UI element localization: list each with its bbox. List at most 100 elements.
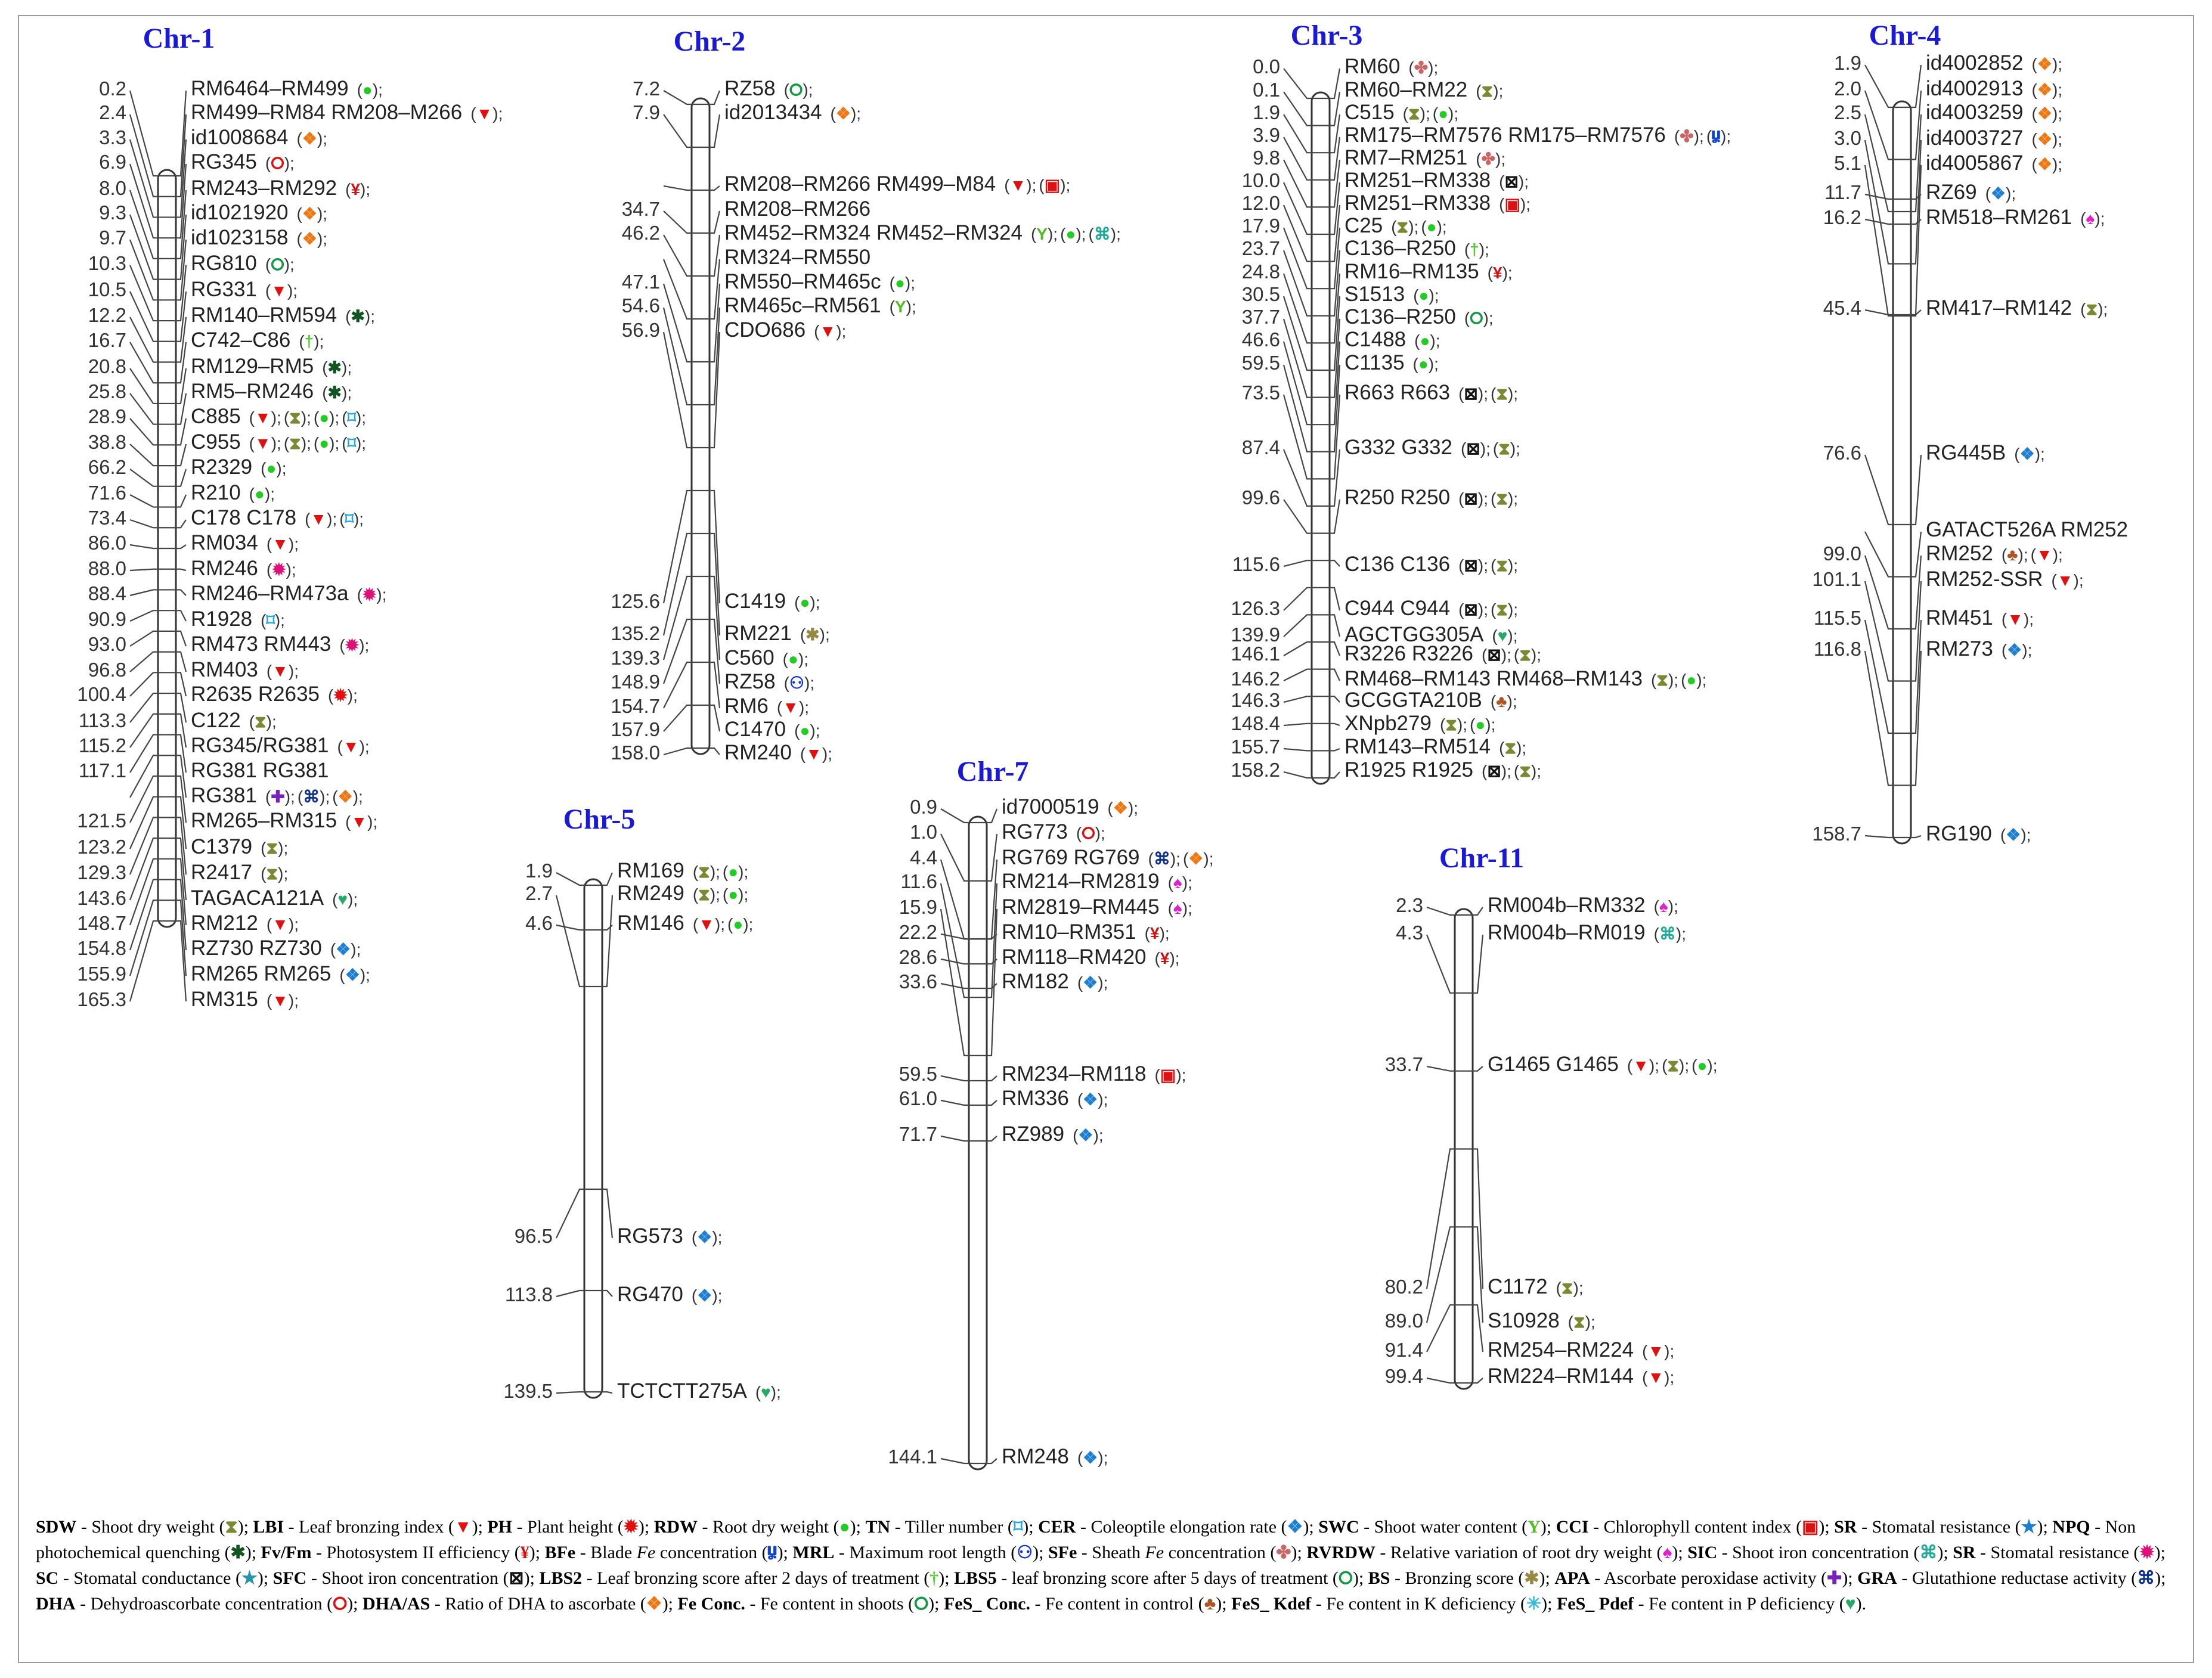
locus-connector-left bbox=[129, 692, 158, 723]
trait-annotation-rdw: (●); bbox=[1691, 1056, 1717, 1075]
trait-symbol-icon: ● bbox=[1475, 715, 1485, 734]
locus-position: 47.1 bbox=[622, 271, 660, 293]
locus-label: R1925 R1925(⊠);(⧗); bbox=[1344, 758, 1541, 781]
locus-connector-left bbox=[1864, 90, 1893, 160]
locus-connector-right bbox=[176, 568, 187, 572]
legend-desc: leaf bronzing score after 5 days of trea… bbox=[1011, 1568, 1328, 1588]
trait-symbol-icon: ⧗ bbox=[1519, 762, 1531, 780]
locus-connector-right bbox=[602, 925, 613, 931]
locus-label: RM252-SSR(▼); bbox=[1926, 567, 2084, 591]
marker-name: RM10–RM351 bbox=[1002, 920, 1136, 944]
trait-symbol-icon: ▼ bbox=[272, 915, 289, 933]
legend-entry-feconc: Fe Conc. - Fe content in shoots (⭘); bbox=[677, 1594, 944, 1614]
trait-annotation-sdw: (⧗); bbox=[1491, 556, 1518, 575]
chromosome-title: Chr-3 bbox=[1291, 20, 1363, 51]
legend-desc: Dehydroascorbate concentration bbox=[90, 1594, 323, 1614]
legend-desc: Glutathione reductase activity bbox=[1912, 1568, 2127, 1588]
locus-connector-left bbox=[1864, 555, 1893, 630]
locus-label: TAGACA121A(♥); bbox=[191, 886, 358, 910]
locus-position: 9.8 bbox=[1253, 147, 1280, 169]
legend-desc: Blade bbox=[590, 1543, 633, 1562]
locus-connector-right bbox=[176, 630, 187, 647]
marker-name: RM254–RM224 bbox=[1488, 1338, 1634, 1361]
locus-label: RM5–RM246(✱); bbox=[191, 380, 352, 403]
trait-symbol-icon: ⌑ bbox=[347, 434, 357, 452]
locus-position: 129.3 bbox=[77, 861, 126, 883]
legend-entry-swc: SWC - Shoot water content (Υ); bbox=[1318, 1517, 1556, 1537]
locus-position: 66.2 bbox=[88, 456, 126, 478]
marker-name: RG345 bbox=[191, 150, 257, 173]
locus-connector-left bbox=[129, 568, 158, 572]
locus-connector-right bbox=[710, 532, 721, 636]
locus-position: 90.9 bbox=[88, 608, 126, 630]
marker-name: RM7–RM251 bbox=[1344, 146, 1467, 169]
chromosome-title: Chr-5 bbox=[563, 804, 636, 835]
locus-connector-right bbox=[1911, 454, 1922, 526]
marker-name: RM224–RM144 bbox=[1488, 1364, 1634, 1388]
legend-abbr: FeS_ Kdef bbox=[1231, 1594, 1312, 1614]
marker-name: C136–R250 bbox=[1344, 305, 1456, 328]
locus-connector-right bbox=[1330, 587, 1341, 611]
marker-name: XNpb279 bbox=[1344, 712, 1432, 735]
marker-name: id4002913 bbox=[1926, 77, 2024, 100]
locus-label: RM60(✤); bbox=[1344, 55, 1438, 78]
marker-name: RM550–RM465c bbox=[724, 270, 881, 293]
locus-connector-left bbox=[662, 331, 692, 449]
locus-connector-left bbox=[1864, 650, 1893, 786]
chromosome-title: Chr-2 bbox=[674, 26, 746, 57]
trait-annotation-sdw: (⧗); bbox=[1651, 671, 1678, 689]
trait-symbol-icon: ♠ bbox=[1173, 899, 1182, 917]
locus-label: RM273(❖); bbox=[1926, 637, 2032, 660]
trait-annotation-fesp: (♥); bbox=[332, 890, 358, 908]
locus-position: 2.4 bbox=[99, 101, 126, 123]
legend-desc: Stomatal resistance bbox=[1990, 1543, 2129, 1562]
legend-desc: Shoot iron concentration bbox=[321, 1568, 498, 1588]
locus-position: 7.2 bbox=[633, 77, 660, 100]
locus-label: RG190(❖); bbox=[1926, 822, 2031, 845]
legend-symbol-icon: ⧗ bbox=[225, 1517, 238, 1537]
trait-annotation-feconc: (⭘); bbox=[265, 255, 295, 274]
trait-annotation-lbi: (▼); bbox=[305, 510, 337, 528]
locus-label: RZ58(⚇); bbox=[724, 670, 814, 693]
trait-annotation-cer: (❖); bbox=[1077, 1449, 1108, 1467]
legend-abbr: DHA/AS bbox=[363, 1594, 430, 1614]
trait-symbol-icon: ❖ bbox=[2037, 130, 2052, 148]
locus-connector-right bbox=[1330, 91, 1341, 126]
locus-position: 3.9 bbox=[1253, 124, 1280, 146]
trait-symbol-icon: ⌑ bbox=[345, 510, 355, 528]
locus-position: 0.9 bbox=[910, 796, 937, 818]
trait-symbol-icon: Ⱟ bbox=[1712, 127, 1721, 145]
trait-annotation-swc: (Υ); bbox=[1031, 225, 1058, 243]
trait-symbol-icon: ● bbox=[800, 593, 810, 612]
locus-position: 11.7 bbox=[1824, 181, 1861, 203]
locus-connector-right bbox=[1330, 159, 1341, 208]
trait-symbol-icon: Υ bbox=[1036, 225, 1048, 243]
locus-connector-right bbox=[1473, 1226, 1484, 1323]
locus-connector-left bbox=[129, 393, 158, 425]
trait-symbol-icon: ● bbox=[1438, 104, 1448, 123]
trait-symbol-icon: ⧗ bbox=[1496, 600, 1508, 619]
locus-connector-left bbox=[1283, 747, 1312, 752]
locus-connector-left bbox=[129, 630, 158, 647]
locus-label: RM465c–RM561(Υ); bbox=[724, 294, 916, 317]
locus-position: 24.8 bbox=[1242, 260, 1280, 283]
trait-symbol-icon: ● bbox=[788, 650, 798, 668]
marker-name: RM452–RM324 RM452–RM324 bbox=[724, 221, 1023, 244]
trait-annotation-tn: (⌑); bbox=[339, 510, 364, 528]
locus-position: 86.0 bbox=[88, 532, 126, 554]
trait-symbol-icon: ⧗ bbox=[1496, 489, 1508, 508]
locus-position: 139.5 bbox=[503, 1380, 553, 1402]
marker-name: RM265 RM265 bbox=[191, 962, 331, 985]
locus-position: 99.4 bbox=[1385, 1365, 1423, 1387]
